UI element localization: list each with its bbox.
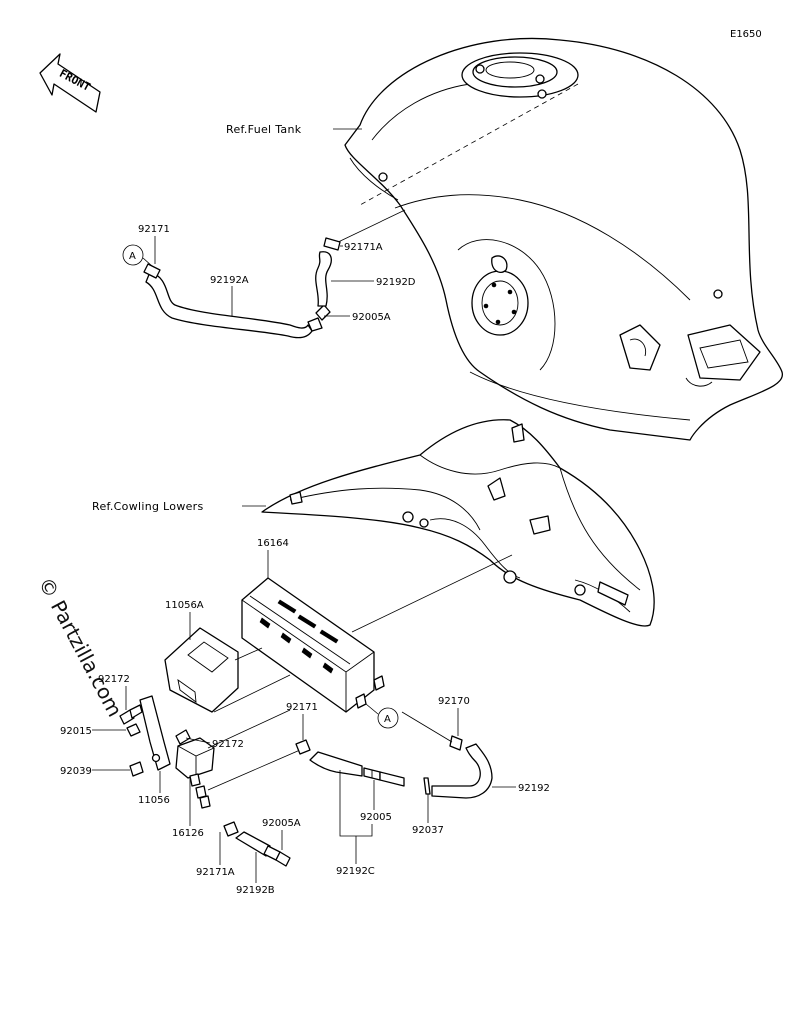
part-92171A-bot: 92171A bbox=[196, 867, 235, 878]
callout-a-mid-leader bbox=[365, 703, 379, 715]
screw-92172-b bbox=[175, 729, 191, 745]
part-92192: 92192 bbox=[518, 783, 550, 794]
hose-92192 bbox=[431, 743, 493, 799]
washer-92039 bbox=[129, 761, 144, 777]
callout-a-mid bbox=[377, 707, 399, 729]
bracket-11056A bbox=[164, 627, 239, 713]
clamp-92170 bbox=[449, 735, 463, 751]
part-92192D: 92192D bbox=[376, 277, 416, 288]
part-92039: 92039 bbox=[60, 766, 92, 777]
hose-92192B bbox=[235, 831, 271, 857]
part-92192C: 92192C bbox=[336, 866, 375, 877]
part-92015: 92015 bbox=[60, 726, 92, 737]
part-92172-b: 92172 bbox=[212, 739, 244, 750]
valve-16126 bbox=[175, 737, 215, 809]
part-11056: 11056 bbox=[138, 795, 170, 806]
leader-92172-b bbox=[185, 737, 211, 744]
part-92037: 92037 bbox=[412, 825, 444, 836]
clamp-92171A-bot bbox=[223, 821, 239, 837]
part-11056A: 11056A bbox=[165, 600, 204, 611]
hose-92192D bbox=[315, 251, 332, 307]
hose-92192C bbox=[309, 751, 363, 777]
cowling-lowers-outline bbox=[261, 419, 655, 627]
fuel-tank-breather-dashed-line bbox=[359, 83, 579, 206]
callout-a-mid-label: A bbox=[384, 714, 391, 725]
callout-a-left-label: A bbox=[129, 251, 136, 262]
bracket-to-canister-leader bbox=[213, 674, 291, 713]
fitting-92005A-top-b bbox=[315, 304, 331, 321]
watermark: © Partzilla.com bbox=[34, 573, 128, 721]
callout-a-left bbox=[122, 244, 144, 266]
front-arrow-icon: FRONT bbox=[39, 53, 101, 113]
part-92005A-top: 92005A bbox=[352, 312, 391, 323]
part-92171A-top: 92171A bbox=[344, 242, 383, 253]
bracket-11056 bbox=[139, 695, 171, 771]
part-92005: 92005 bbox=[360, 812, 392, 823]
callout-a-to-clamp-leader bbox=[401, 711, 453, 743]
diagram-code: E1650 bbox=[730, 29, 762, 40]
leader-92192C bbox=[339, 770, 373, 864]
ref-cowling-lowers-label: Ref.Cowling Lowers bbox=[92, 500, 204, 513]
charcoal-canister-16164 bbox=[241, 577, 385, 713]
part-92171-top: 92171 bbox=[138, 224, 170, 235]
clamp-92171-mid bbox=[295, 739, 311, 755]
ref-fuel-tank-label: Ref.Fuel Tank bbox=[226, 123, 302, 136]
part-92171-mid: 92171 bbox=[286, 702, 318, 713]
canister-to-cowling-leader bbox=[351, 554, 513, 633]
valve-to-hose-leader bbox=[207, 749, 301, 791]
part-16126: 16126 bbox=[172, 828, 204, 839]
nut-92015 bbox=[126, 723, 141, 737]
bracket-to-canister-leader-b bbox=[234, 647, 263, 661]
fuel-tank-hose-leader bbox=[333, 209, 406, 245]
fitting-92005 bbox=[363, 767, 405, 787]
screw-92172-a-shank bbox=[129, 704, 143, 719]
clamp-92037 bbox=[423, 777, 431, 795]
part-92170: 92170 bbox=[438, 696, 470, 707]
part-16164: 16164 bbox=[257, 538, 289, 549]
valve-to-canister-leader bbox=[207, 709, 291, 749]
part-92192B: 92192B bbox=[236, 885, 275, 896]
fitting-92005A-bot bbox=[263, 845, 291, 867]
clamp-92171-top bbox=[143, 263, 161, 279]
fitting-92005A-top bbox=[307, 317, 323, 332]
part-92005A-bot: 92005A bbox=[262, 818, 301, 829]
clamp-92171A-top bbox=[323, 237, 341, 251]
part-92192A: 92192A bbox=[210, 275, 249, 286]
part-92172-a: 92172 bbox=[98, 674, 130, 685]
fuel-tank-outline bbox=[344, 37, 783, 441]
